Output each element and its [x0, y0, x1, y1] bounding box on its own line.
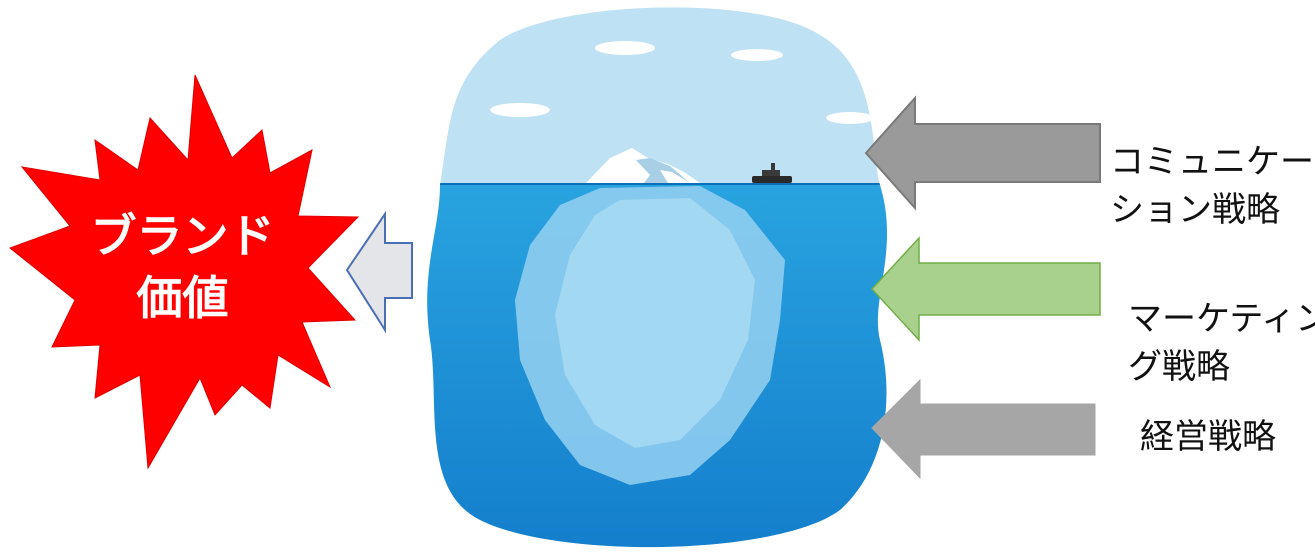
iceberg-illustration [400, 0, 920, 559]
output-arrow-icon [347, 214, 412, 330]
cloud [490, 103, 550, 117]
cloud [731, 49, 783, 61]
sky [400, 0, 920, 185]
marketing-strategy-label: マーケティン グ戦略 [1128, 295, 1315, 391]
cloud [595, 41, 655, 55]
brand-value-text: ブランド 価値 [40, 205, 325, 329]
management-arrow-icon [872, 380, 1095, 478]
marketing-arrow-icon [872, 238, 1100, 340]
cloud [826, 112, 874, 124]
communication-strategy-label: コミュニケー ション戦略 [1110, 138, 1314, 234]
management-strategy-label: 経営戦略 [1140, 413, 1276, 461]
communication-arrow-icon [866, 98, 1100, 208]
